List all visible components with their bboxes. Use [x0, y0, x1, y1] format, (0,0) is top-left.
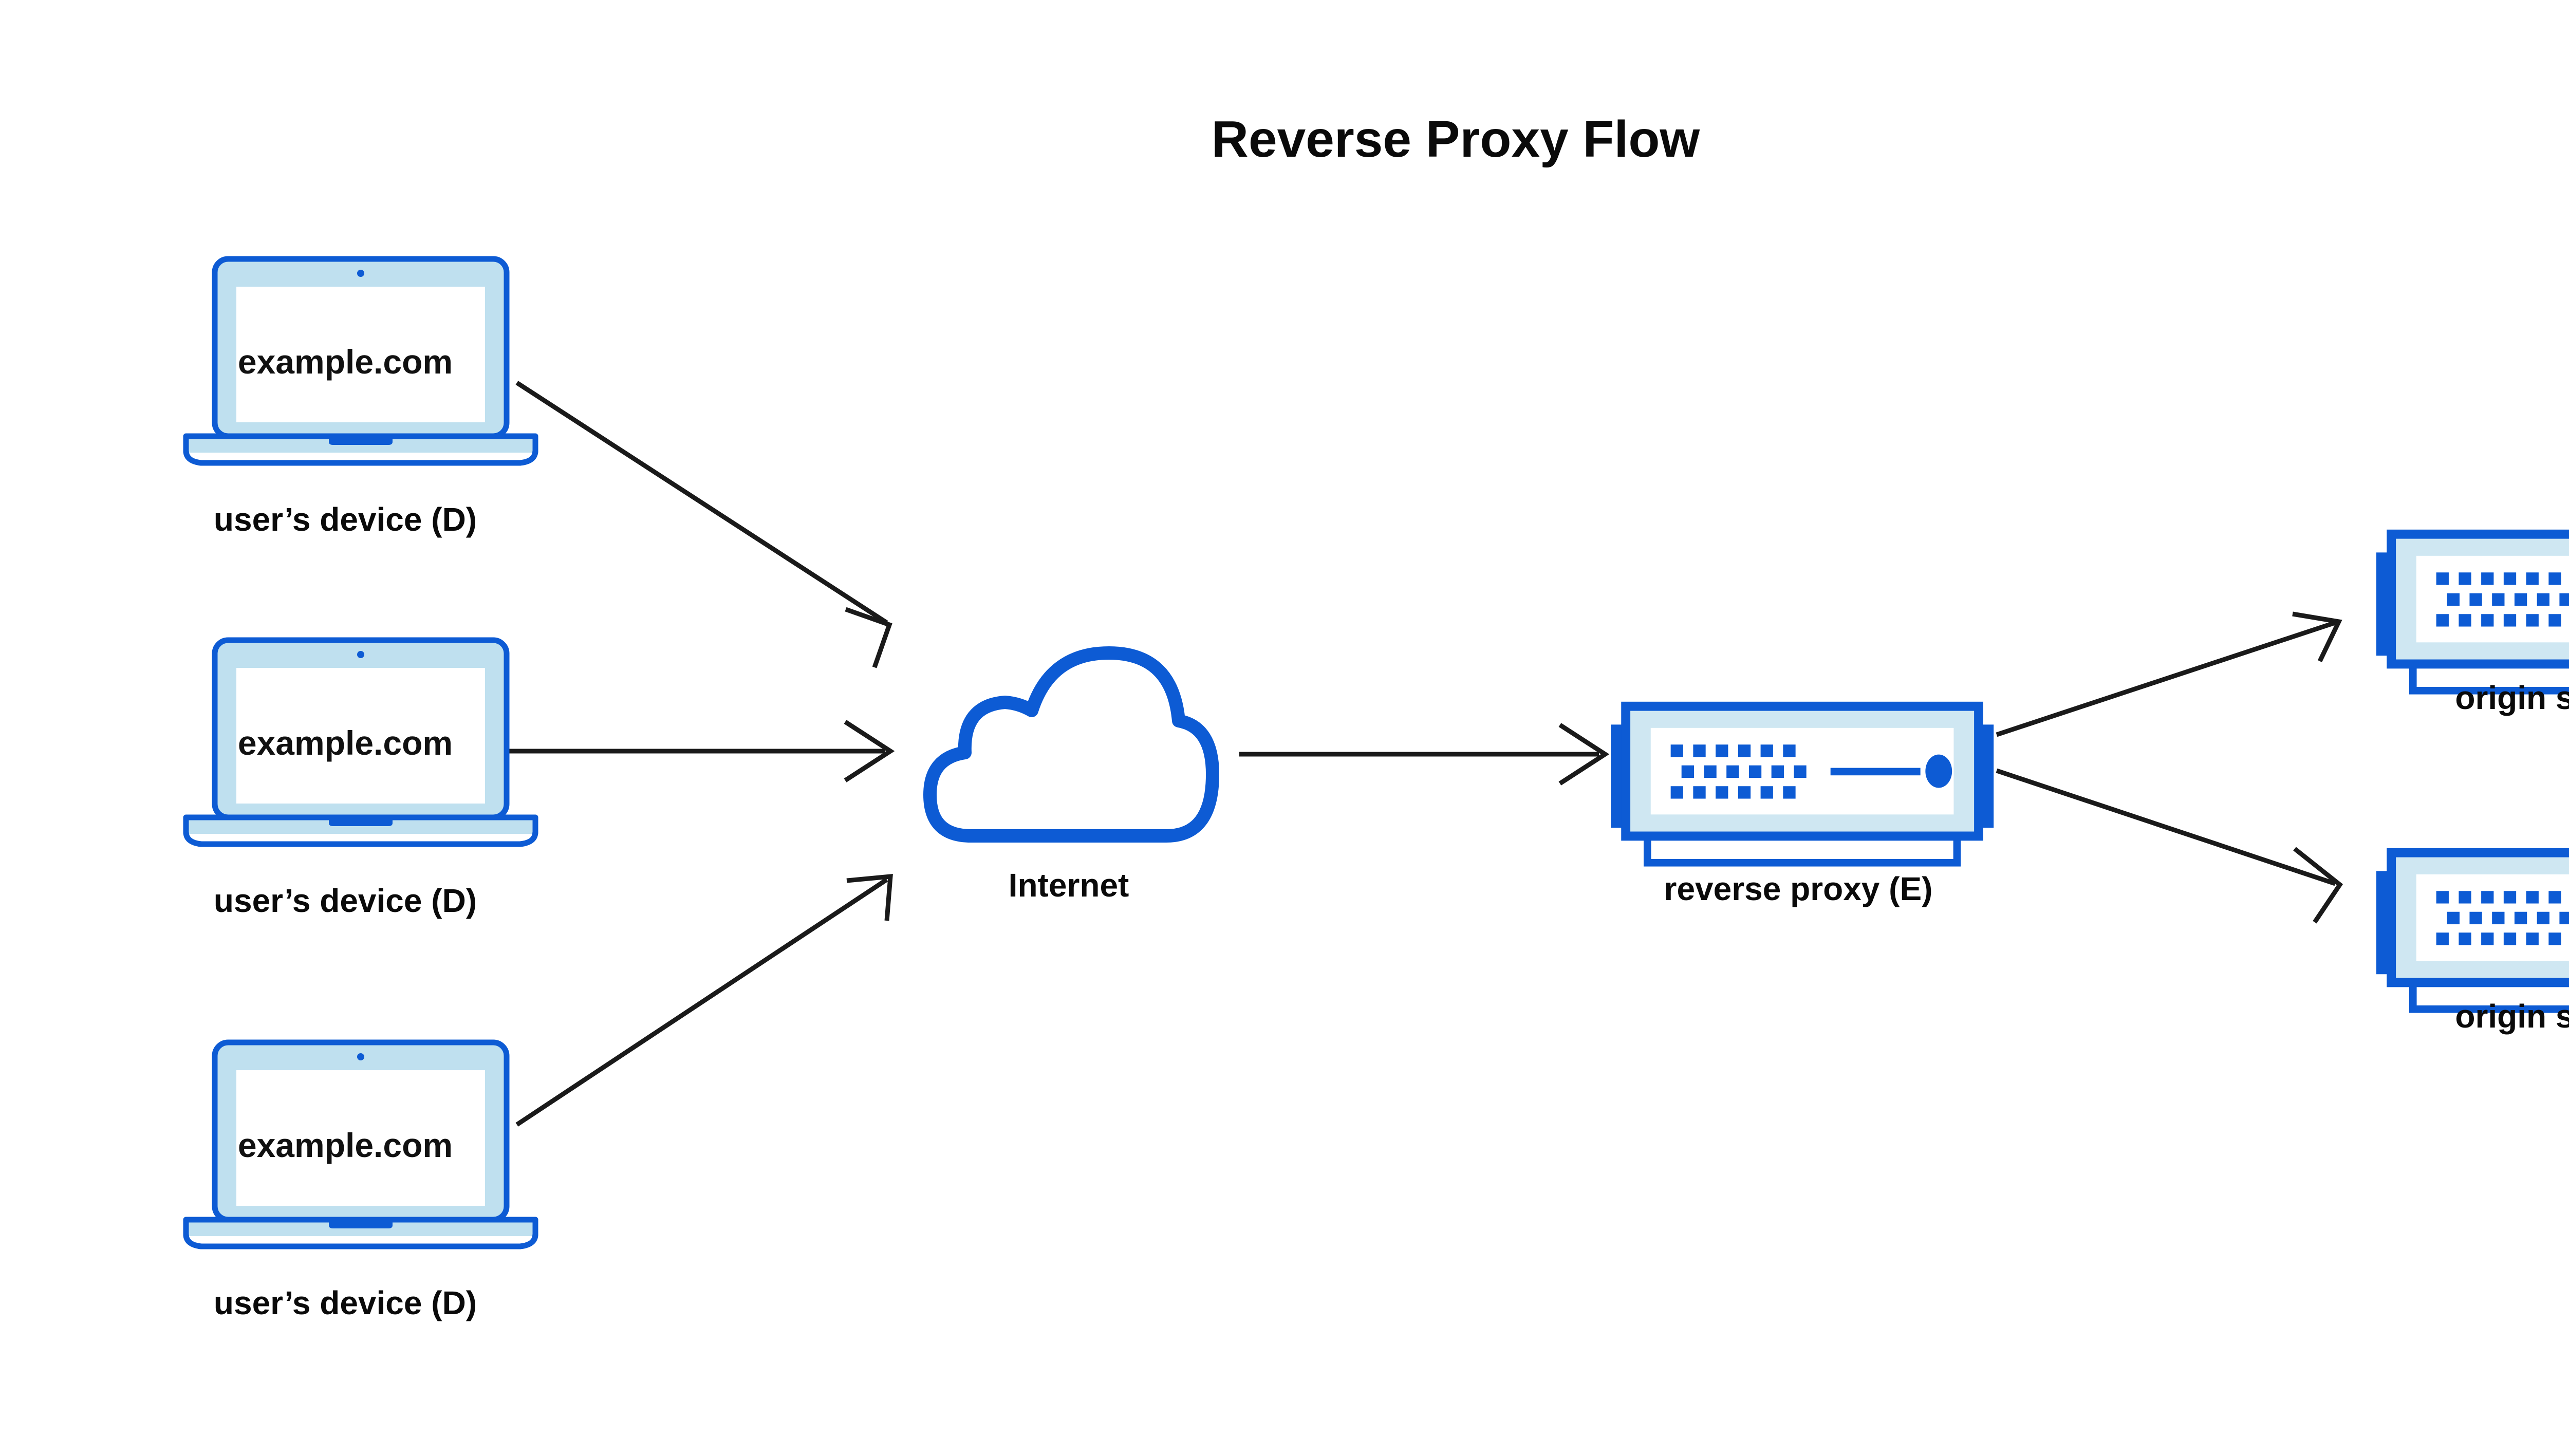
device-bottom-label: user’s device (D)	[214, 1284, 477, 1321]
node-origin-bottom[interactable]: origin server (F)	[2376, 853, 2569, 1035]
origin-top-label: origin server (F)	[2455, 679, 2569, 716]
flow-device-top-to-internet	[515, 381, 892, 668]
reverse-proxy-label: reverse proxy (E)	[1664, 870, 1933, 907]
node-device-middle[interactable]: example.com user’s device (D)	[186, 640, 535, 919]
flow-proxy-to-origin-bottom	[1996, 768, 2343, 924]
device-middle-label: user’s device (D)	[214, 882, 477, 919]
node-device-bottom[interactable]: example.com user’s device (D)	[186, 1042, 535, 1321]
page-title: Reverse Proxy Flow	[1212, 110, 1700, 168]
server-icon	[2376, 853, 2569, 1010]
flow-proxy-to-origin-top	[1996, 611, 2342, 737]
server-icon	[2376, 534, 2569, 691]
device-screen-text: example.com	[238, 343, 453, 381]
device-screen-text: example.com	[238, 1126, 453, 1164]
server-icon	[1611, 706, 1994, 863]
node-reverse-proxy[interactable]: reverse proxy (E)	[1611, 706, 1994, 907]
node-origin-top[interactable]: origin server (F)	[2376, 534, 2569, 716]
node-device-top[interactable]: example.com user’s device (D)	[186, 259, 535, 538]
flow-internet-to-proxy	[1239, 723, 1610, 786]
flow-device-middle-to-internet	[501, 720, 895, 782]
device-screen-text: example.com	[238, 724, 453, 762]
device-top-label: user’s device (D)	[214, 501, 477, 538]
origin-bottom-label: origin server (F)	[2455, 998, 2569, 1035]
flow-device-bottom-to-internet	[515, 874, 893, 1127]
internet-label: Internet	[1009, 867, 1129, 904]
node-internet[interactable]: Internet	[930, 653, 1213, 904]
